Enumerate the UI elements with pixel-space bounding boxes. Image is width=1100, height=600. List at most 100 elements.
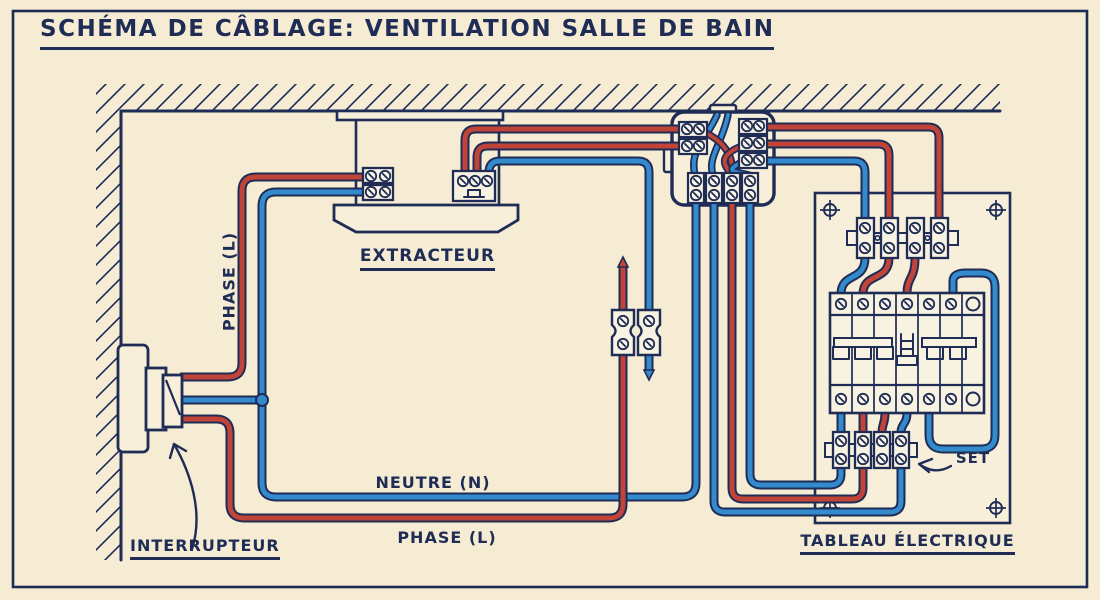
strip-side-tab: [908, 442, 918, 458]
wall-switch: [116, 343, 184, 454]
terminal-screw-icon: [858, 241, 872, 255]
page-title: SCHÉMA DE CÂBLAGE: VENTILATION SALLE DE …: [40, 16, 775, 50]
terminal-screw-icon: [878, 392, 892, 406]
breaker-loop-blue: [926, 270, 998, 452]
terminal-screw-icon: [900, 392, 914, 406]
phase-run-label-text: PHASE (L): [397, 528, 497, 547]
strip-to-breaker-red-1: [860, 257, 892, 295]
terminal-screw-icon: [922, 392, 936, 406]
strip-side-tab: [824, 442, 834, 458]
terminal-screw-icon: [689, 174, 703, 188]
switch-rocker-line: [164, 379, 182, 416]
terminal-screw-icon: [364, 185, 378, 199]
strip-dot: [924, 235, 931, 242]
terminal-screw-icon: [752, 153, 766, 167]
terminal-screw-icon: [922, 297, 936, 311]
panel-label-text: TABLEAU ÉLECTRIQUE: [800, 531, 1015, 555]
switch-label: INTERRUPTEUR: [130, 536, 280, 560]
strip-dot: [874, 235, 881, 242]
extractor-phase-wire-2: [474, 143, 684, 178]
terminal-screw-icon: [834, 297, 848, 311]
jbox-inner-blue-2: [709, 113, 730, 177]
terminal-screw-icon: [480, 174, 494, 188]
annotations: [168, 442, 953, 551]
empty-terminal-icon: [965, 296, 981, 312]
junction-to-panel-red-1: [766, 124, 942, 218]
terminal-screw-icon: [364, 169, 378, 183]
terminal-screw-icon: [725, 188, 739, 202]
terminal-screw-icon: [834, 452, 848, 466]
neutral-run-label-text: NEUTRE (N): [375, 473, 491, 492]
terminal-screw-icon: [740, 136, 754, 150]
switch-label-text: INTERRUPTEUR: [130, 536, 280, 560]
terminal-screw-icon: [707, 188, 721, 202]
terminal-screw-icon: [680, 139, 694, 153]
strip-side-tab: [846, 230, 858, 246]
terminal-screw-icon: [856, 452, 870, 466]
strip-side-tab: [947, 230, 959, 246]
breaker-toggle-bar: [833, 337, 893, 348]
set-label-text: SET: [955, 449, 991, 467]
extractor-phase-wire-1: [462, 126, 684, 178]
terminal-screw-icon: [875, 452, 889, 466]
extractor-ceiling-plate: [335, 109, 505, 122]
phase-vertical-label: PHASE (L): [220, 226, 239, 338]
terminal-screw-icon: [743, 174, 757, 188]
switch-rocker: [161, 373, 184, 429]
breaker-toggle-teeth: [832, 346, 894, 360]
terminal-screw-icon: [680, 122, 694, 136]
breaker-band-lines: [828, 313, 986, 387]
terminal-screw-icon: [740, 119, 754, 133]
terminal-screw-icon: [752, 119, 766, 133]
junction-to-panel-red-2: [766, 141, 892, 218]
terminal-screw-icon: [692, 122, 706, 136]
terminal-screw-icon: [834, 434, 848, 448]
panel-label: TABLEAU ÉLECTRIQUE: [795, 531, 1020, 555]
neutral-run-label: NEUTRE (N): [353, 473, 513, 492]
terminal-screw-icon: [743, 188, 757, 202]
phase-vertical-label-text: PHASE (L): [219, 231, 239, 332]
strip-to-breaker-red-2: [904, 257, 918, 295]
switch-phase-feed-wire: [180, 174, 364, 380]
terminal-screw-icon: [834, 392, 848, 406]
terminal-screw-icon: [908, 241, 922, 255]
extractor-label-text: EXTRACTEUR: [359, 246, 496, 271]
terminal-screw-icon: [856, 297, 870, 311]
terminal-screw-icon: [875, 434, 889, 448]
terminal-screw-icon: [944, 392, 958, 406]
switch-pointer-arrow: [168, 442, 198, 551]
ground-bracket-icon: [463, 189, 485, 198]
terminal-screw-icon: [725, 174, 739, 188]
terminal-screw-icon: [900, 297, 914, 311]
terminal-screw-icon: [894, 434, 908, 448]
junction-to-set-blue-2: [711, 202, 904, 515]
terminal-screw-icon: [944, 297, 958, 311]
outer-frame: [11, 9, 1089, 589]
terminal-screw-icon: [856, 434, 870, 448]
wires: [180, 122, 1000, 523]
terminal-screw-icon: [740, 153, 754, 167]
junction-to-set-blue-1: [747, 202, 844, 488]
terminal-screw-icon: [378, 185, 392, 199]
terminal-screw-icon: [932, 241, 946, 255]
terminal-screw-icon: [908, 221, 922, 235]
switched-phase-run-wire: [180, 355, 626, 521]
terminal-screw-icon: [932, 221, 946, 235]
neutral-stub-tip: [642, 369, 656, 382]
breaker-middle-toggle: [900, 333, 914, 357]
breaker-module-separators: [851, 292, 963, 414]
breaker-to-set-red-2: [879, 412, 888, 433]
terminal-screw-icon: [894, 452, 908, 466]
phase-run-label: PHASE (L): [367, 528, 527, 547]
switch-backplate: [116, 343, 150, 454]
set-label: SET: [953, 449, 993, 467]
terminal-screw-icon: [858, 221, 872, 235]
terminal-screw-icon: [616, 314, 630, 328]
extractor-structure: [332, 109, 520, 234]
terminal-screw-icon: [882, 221, 896, 235]
terminal-screw-icon: [456, 174, 470, 188]
extractor-body: [332, 203, 520, 234]
strip-to-breaker-blue: [838, 257, 868, 295]
